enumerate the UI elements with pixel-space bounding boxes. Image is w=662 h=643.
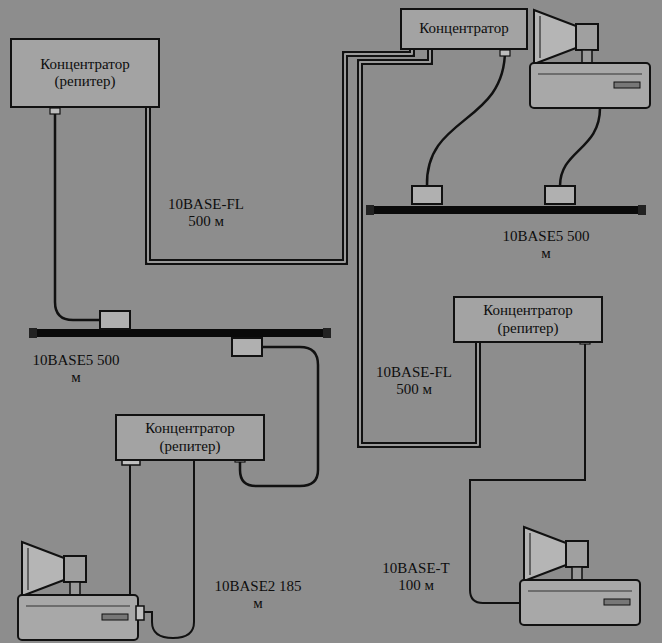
fiber-link — [148, 50, 412, 262]
hub-box: Концентратор — [400, 8, 528, 50]
hub-label: Концентратор (репитер) — [461, 302, 595, 337]
hub-box: Концентратор (репитер) — [115, 414, 265, 461]
terminator — [366, 205, 374, 215]
fiber-inner — [148, 50, 412, 262]
transceiver — [232, 338, 262, 356]
fiber-heads — [360, 50, 478, 445]
thin-coax — [144, 456, 194, 638]
hub-label: Концентратор (репитер) — [18, 56, 152, 91]
fiber-link — [360, 50, 478, 445]
aui-cable — [427, 50, 505, 186]
link-label: 10BASE-FL 500 м — [368, 364, 460, 399]
computer — [18, 542, 138, 640]
hub-ports — [50, 50, 590, 462]
segment-label: 10BASE5 500 м — [500, 228, 592, 263]
link-label: 10BASE-FL 500 м — [160, 196, 252, 231]
segment-label: 10BASE2 185 м — [212, 578, 304, 613]
fiber-outer — [360, 50, 478, 445]
transceiver — [412, 186, 442, 204]
terminator — [323, 328, 331, 338]
terminator — [29, 328, 37, 338]
transceiver — [100, 311, 130, 329]
aui-cable — [560, 108, 600, 186]
thick-coax — [35, 329, 325, 337]
segment-label: 10BASE-T 100 м — [370, 560, 462, 595]
t-connector — [136, 606, 144, 620]
aui-cable — [55, 108, 100, 320]
computer — [520, 527, 640, 625]
thin-coax — [129, 465, 131, 595]
terminator — [638, 205, 646, 215]
hub-box: Концентратор (репитер) — [10, 38, 160, 108]
computer — [530, 10, 650, 108]
twisted-pair — [470, 338, 585, 603]
fiber-outer — [148, 50, 412, 262]
fiber-heads — [148, 50, 412, 262]
transceiver — [545, 186, 575, 204]
hub-box: Концентратор (репитер) — [453, 296, 603, 343]
hub-label: Концентратор (репитер) — [123, 420, 257, 455]
fiber-inner — [360, 50, 478, 445]
segment-label: 10BASE5 500 м — [30, 352, 122, 387]
hub-label: Концентратор — [419, 20, 508, 37]
thick-coax — [372, 206, 640, 214]
